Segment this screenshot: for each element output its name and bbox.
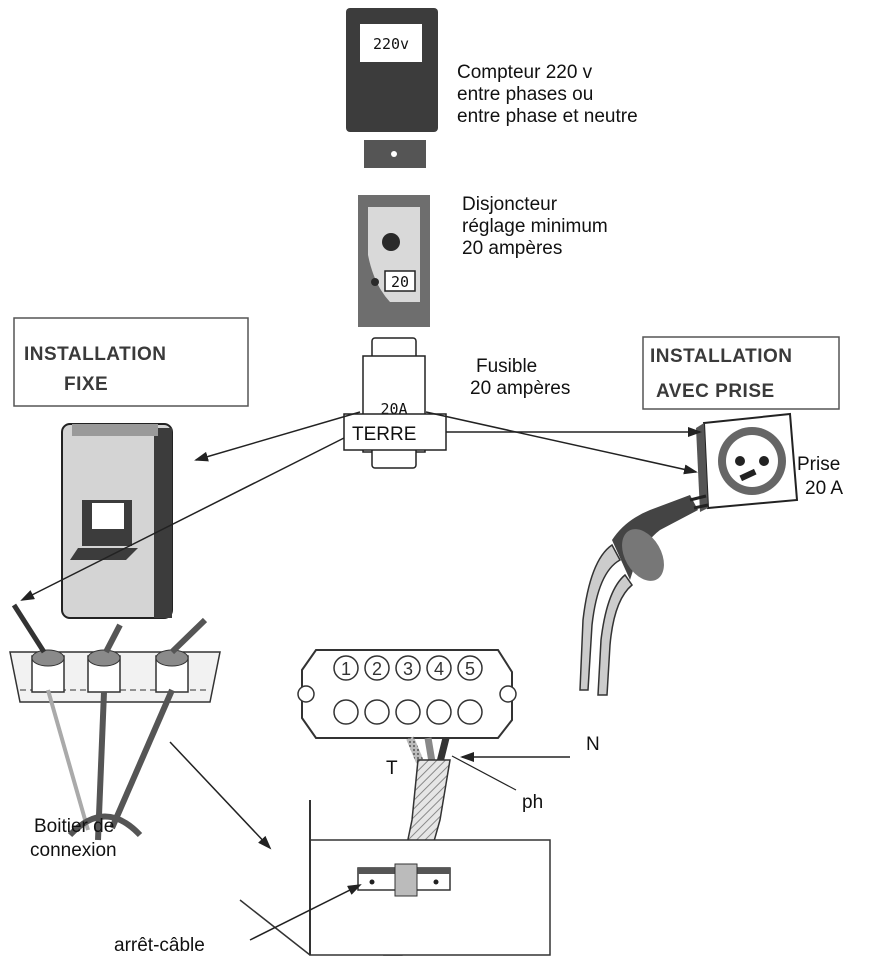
plug — [579, 494, 709, 696]
terminal-numbers: 1 2 3 4 5 — [333, 655, 483, 681]
terminal-4-label: 4 — [434, 659, 444, 679]
earth-label-box — [343, 413, 447, 451]
circuit-breaker: 20 — [358, 195, 430, 327]
electric-meter: 220v — [346, 8, 438, 168]
arrow-to-clamp-label — [249, 884, 362, 941]
wall-socket — [696, 412, 799, 512]
junction-caption-2: connexion — [30, 840, 117, 861]
fuse-caption-2: 20 ampères — [470, 378, 570, 399]
junction-terminal-2 — [87, 649, 121, 693]
earth-line-to-junction — [20, 437, 345, 601]
meter-caption-3: entre phase et neutre — [457, 106, 638, 127]
meter-display — [360, 24, 422, 62]
wire-label-earth: T — [386, 758, 398, 779]
terminal-5-label: 5 — [465, 659, 475, 679]
fixed-installation-title-1: INSTALLATION — [24, 344, 167, 365]
fixed-installation-title-2: FIXE — [64, 374, 108, 395]
arrow-to-clamp — [169, 741, 272, 850]
socket-caption-1: Prise — [797, 454, 840, 475]
earth-label: TERRE — [352, 424, 416, 445]
socket-caption-2: 20 A — [805, 478, 843, 499]
breaker-setting-box — [384, 270, 416, 292]
wire-label-phase: ph — [522, 792, 543, 813]
device-enclosure — [239, 800, 551, 956]
breaker-button — [382, 233, 400, 251]
meter-caption-2: entre phases ou — [457, 84, 593, 105]
meter-caption-1: Compteur 220 v — [457, 62, 593, 83]
plug-installation-box — [642, 336, 840, 410]
breaker-caption-3: 20 ampères — [462, 238, 562, 259]
junction-terminal-1 — [31, 649, 65, 693]
wire-label-neutral: N — [586, 734, 600, 755]
plug-cord — [579, 543, 622, 691]
breaker-caption-2: réglage minimum — [462, 216, 608, 237]
phase-leader — [451, 755, 517, 791]
arrow-to-socket — [425, 411, 698, 475]
terminal-2-label: 2 — [372, 659, 382, 679]
terminal-block: 1 2 3 4 5 — [297, 649, 517, 739]
junction-caption-1: Boitier de — [34, 816, 114, 837]
breaker-setting: 20 — [391, 273, 409, 291]
fixed-installation-box — [13, 317, 249, 407]
junction-box — [9, 603, 221, 841]
breaker-caption-1: Disjoncteur — [462, 194, 558, 215]
plug-installation-title-2: AVEC PRISE — [656, 381, 775, 402]
wall-switch — [61, 423, 173, 619]
meter-display-text: 220v — [373, 35, 409, 53]
arrow-to-fixed — [194, 411, 361, 462]
terminal-3-label: 3 — [403, 659, 413, 679]
fuse-caption-1: Fusible — [476, 356, 537, 377]
terminal-screws — [333, 699, 483, 725]
terminal-1-label: 1 — [341, 659, 351, 679]
cable-clamp — [357, 863, 451, 897]
junction-terminal-3 — [155, 649, 189, 693]
plug-installation-title-1: INSTALLATION — [650, 346, 793, 367]
cable-clamp-caption: arrêt-câble — [114, 935, 205, 956]
